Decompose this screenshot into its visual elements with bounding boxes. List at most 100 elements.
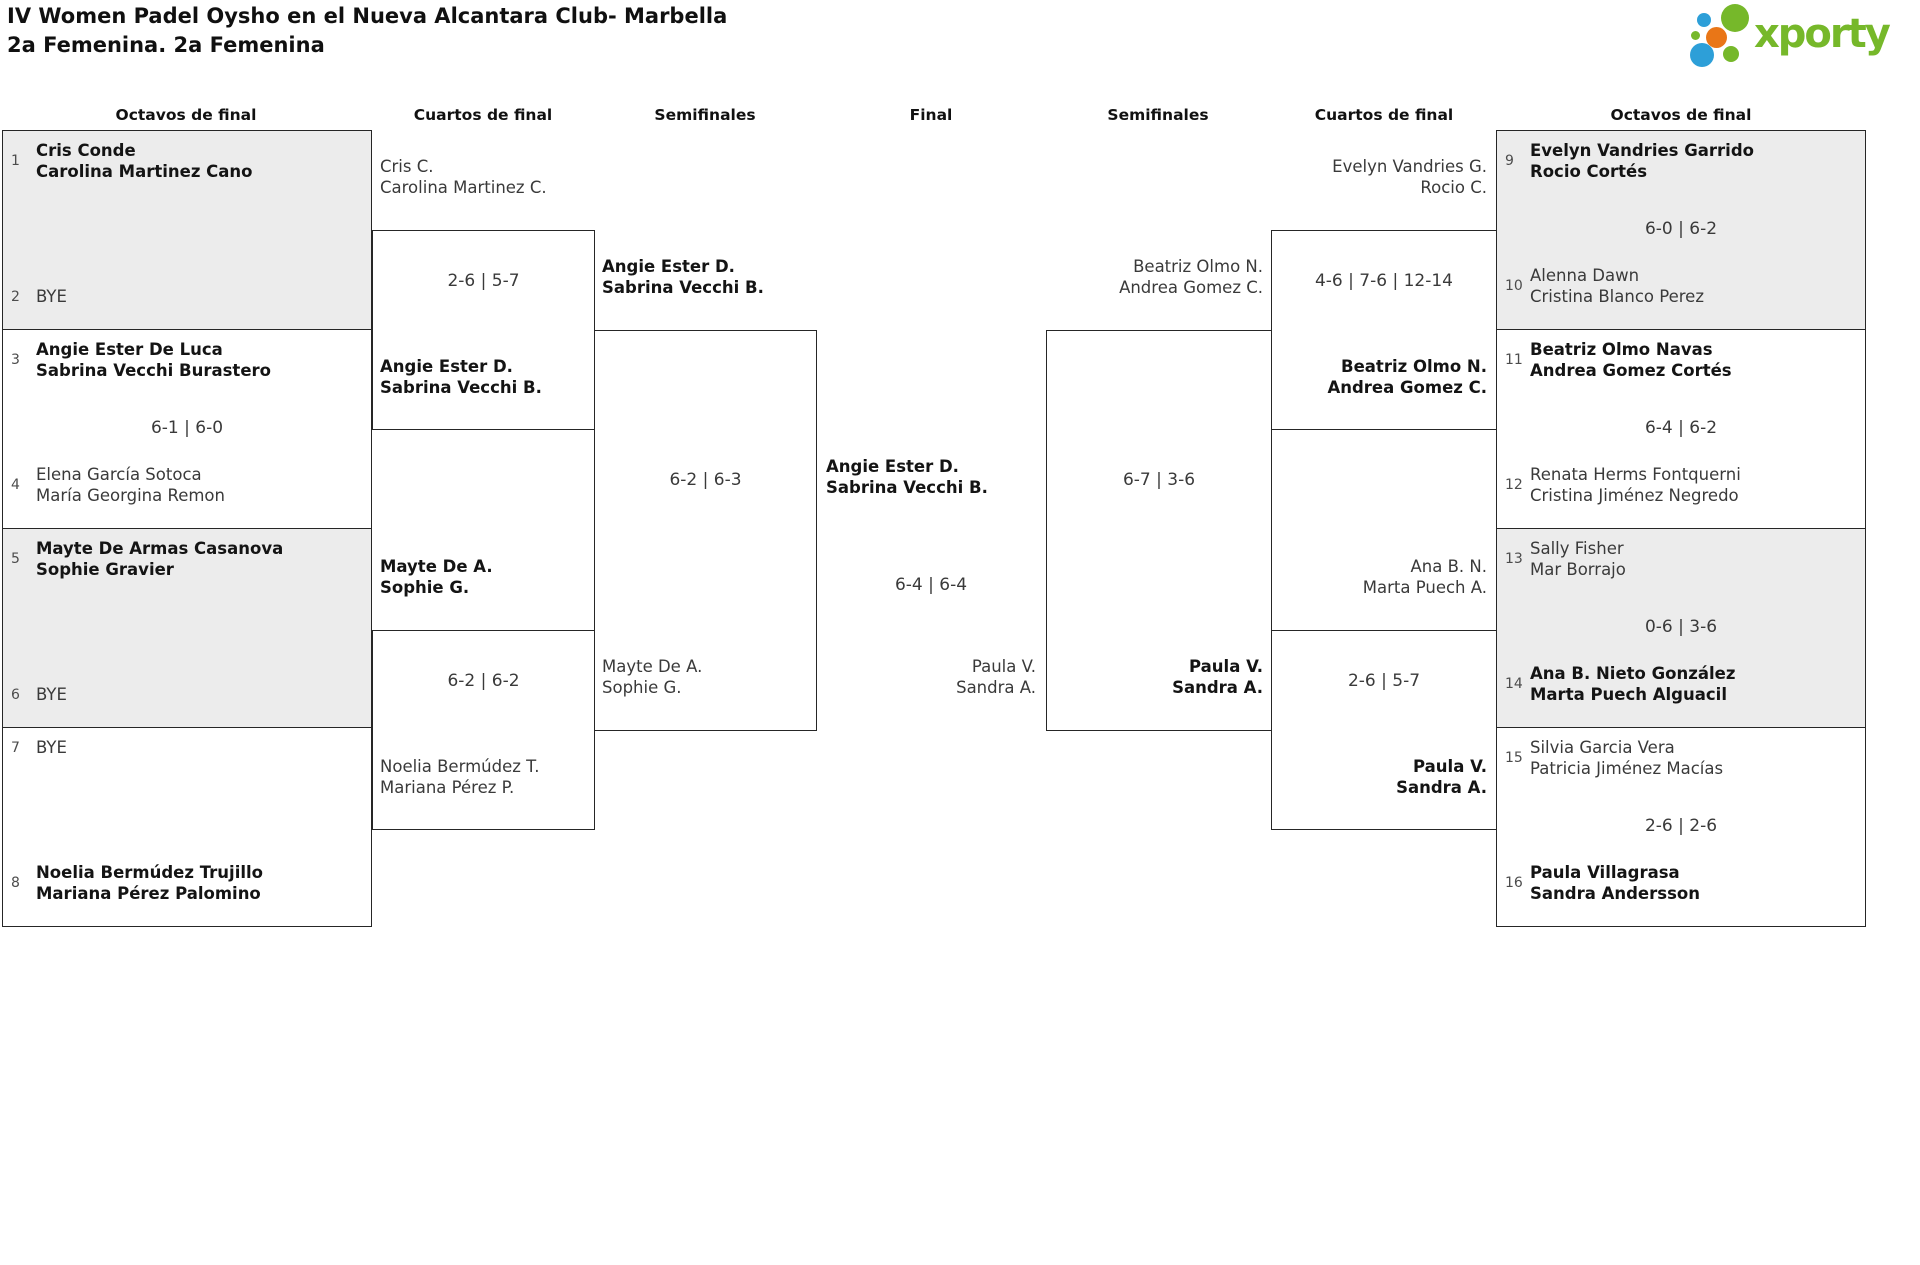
page-title-line1: IV Women Padel Oysho en el Nueva Alcanta… [7,4,728,28]
team-name: Angie Ester D. [826,457,959,476]
bracket-entry: 7 BYE [3,737,371,758]
team-name: BYE [36,738,67,757]
seed-number: 4 [11,477,20,493]
match-score: 6-4 | 6-2 [1644,418,1718,438]
seed-number: 15 [1505,750,1523,766]
match-score: 2-6 | 5-7 [1347,671,1421,691]
round-header-final: Final [909,106,953,124]
octavos-right-box-2: 11 Beatriz Olmo Navas Andrea Gomez Corté… [1496,329,1866,529]
seed-number: 11 [1505,352,1523,368]
octavos-right-box-4: 15 Silvia Garcia Vera Patricia Jiménez M… [1496,727,1866,927]
match-box-semifinal-right: 6-7 | 3-6 [1046,330,1272,731]
team-name: Mariana Pérez Palomino [36,884,261,903]
team-name: BYE [36,685,67,704]
team-name: Mar Borrajo [1530,560,1626,579]
logo-dot-icon [1690,43,1714,67]
team-name: Cristina Jiménez Negredo [1530,486,1739,505]
team-name: Cris Conde [36,141,136,160]
team-slot-final-top: Angie Ester D. Sabrina Vecchi B. [826,456,988,498]
bracket-entry: 5 Mayte De Armas Casanova Sophie Gravier [3,538,371,580]
match-score: 6-2 | 6-2 [447,671,520,691]
team-name: BYE [36,287,67,306]
team-name: Andrea Gomez C. [1119,278,1263,297]
seed-number: 8 [11,875,20,891]
logo-wordmark: xporty [1754,11,1891,57]
logo-dot-icon [1723,46,1739,62]
match-score: 6-0 | 6-2 [1644,219,1718,239]
bracket-entry: 8 Noelia Bermúdez Trujillo Mariana Pérez… [3,862,371,904]
match-score: 2-6 | 2-6 [1644,816,1718,836]
team-name: Sandra Andersson [1530,884,1700,903]
match-box-cuartos-right-1: 4-6 | 7-6 | 12-14 [1271,230,1497,430]
bracket-entry: 2 BYE [3,286,371,307]
team-name: Beatriz Olmo N. [1341,357,1487,376]
team-name: Alenna Dawn [1530,266,1640,285]
team-name: Sabrina Vecchi B. [380,378,542,397]
team-name: Andrea Gomez C. [1327,378,1487,397]
team-name: Noelia Bermúdez T. [380,757,540,776]
team-name: Mayte De A. [602,657,703,676]
team-slot-semifinal-right-1: Beatriz Olmo N. Andrea Gomez C. [1119,256,1263,298]
team-name: Marta Puech Alguacil [1530,685,1727,704]
round-header-octavos-right: Octavos de final [1610,106,1752,124]
team-name: Cris C. [380,157,434,176]
round-header-octavos-left: Octavos de final [115,106,257,124]
match-box-cuartos-left-2: 6-2 | 6-2 [372,630,595,830]
team-name: Noelia Bermúdez Trujillo [36,863,264,882]
team-slot-semifinal-left-2: Mayte De A. Sophie G. [602,656,702,698]
team-slot-cuartos-left-4: Noelia Bermúdez T. Mariana Pérez P. [380,756,540,798]
team-name: Angie Ester De Luca [36,340,223,359]
final-score: 6-4 | 6-4 [894,575,968,595]
team-slot-semifinal-right-2: Paula V. Sandra A. [1172,656,1263,698]
team-name: Sally Fisher [1530,539,1624,558]
bracket-entry: 3 Angie Ester De Luca Sabrina Vecchi Bur… [3,339,371,381]
team-name: Renata Herms Fontquerni [1530,465,1741,484]
match-score: 0-6 | 3-6 [1644,617,1718,637]
team-name: Marta Puech A. [1362,578,1487,597]
octavos-left-box-1: 1 Cris Conde Carolina Martinez Cano 2 BY… [2,130,372,330]
team-name: Rocio C. [1420,178,1487,197]
team-slot-cuartos-right-1: Evelyn Vandries G. Rocio C. [1332,156,1487,198]
team-name: Sandra A. [1396,778,1487,797]
team-name: Beatriz Olmo N. [1133,257,1263,276]
team-name: Evelyn Vandries G. [1332,157,1487,176]
seed-number: 1 [11,153,20,169]
team-name: Sabrina Vecchi B. [602,278,764,297]
seed-number: 5 [11,551,20,567]
team-slot-semifinal-left-1: Angie Ester D. Sabrina Vecchi B. [602,256,764,298]
match-box-cuartos-right-2: 2-6 | 5-7 [1271,630,1497,830]
seed-number: 7 [11,739,20,756]
team-name: Silvia Garcia Vera [1530,738,1675,757]
team-slot-cuartos-right-2: Beatriz Olmo N. Andrea Gomez C. [1327,356,1487,398]
team-name: Sophie G. [380,578,470,597]
team-name: Cristina Blanco Perez [1530,287,1704,306]
team-name: Angie Ester D. [380,357,513,376]
team-slot-cuartos-left-3: Mayte De A. Sophie G. [380,556,493,598]
page-title-line2: 2a Femenina. 2a Femenina [7,33,325,57]
team-name: Patricia Jiménez Macías [1530,759,1724,778]
xporty-logo[interactable]: xporty [1688,0,1920,70]
team-name: Mayte De A. [380,557,493,576]
team-slot-final-bottom: Paula V. Sandra A. [956,656,1036,698]
team-name: Andrea Gomez Cortés [1530,361,1732,380]
seed-number: 10 [1505,278,1523,294]
round-header-cuartos-right: Cuartos de final [1314,106,1454,124]
team-slot-cuartos-left-2: Angie Ester D. Sabrina Vecchi B. [380,356,542,398]
bracket-entry: 15 Silvia Garcia Vera Patricia Jiménez M… [1497,737,1865,779]
octavos-right-box-1: 9 Evelyn Vandries Garrido Rocio Cortés 6… [1496,130,1866,330]
octavos-left-box-4: 7 BYE 8 Noelia Bermúdez Trujillo Mariana… [2,727,372,927]
match-box-cuartos-left-1: 2-6 | 5-7 [372,230,595,430]
seed-number: 3 [11,352,20,368]
logo-dot-icon [1697,13,1711,27]
bracket-entry: 11 Beatriz Olmo Navas Andrea Gomez Corté… [1497,339,1865,381]
round-header-cuartos-left: Cuartos de final [413,106,553,124]
team-name: Mariana Pérez P. [380,778,515,797]
seed-number: 9 [1505,153,1514,169]
logo-dot-icon [1706,27,1727,48]
bracket-entry: 12 Renata Herms Fontquerni Cristina Jimé… [1497,464,1865,506]
team-name: Mayte De Armas Casanova [36,539,284,558]
team-name: Ana B. N. [1410,557,1488,576]
match-score: 6-1 | 6-0 [150,418,224,438]
round-header-semis-left: Semifinales [654,106,756,124]
logo-dot-icon [1721,4,1749,32]
